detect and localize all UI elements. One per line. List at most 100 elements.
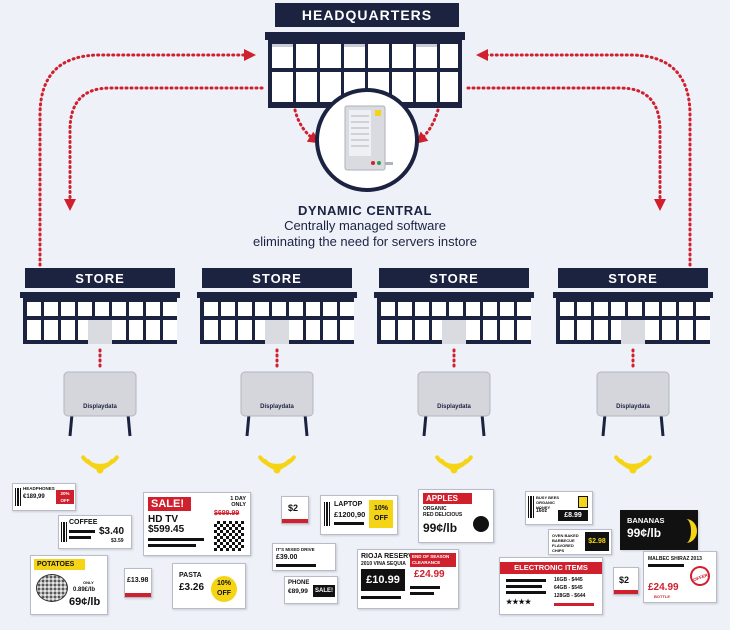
tag-rioja-sub: 2010 VINA SEQUIA	[361, 561, 406, 567]
tag-rioja-banner: END OF SEASON CLEARANCE	[410, 553, 456, 567]
tag-laptop-name: LAPTOP	[334, 501, 363, 508]
tag-small-1-price: £13.98	[127, 577, 149, 584]
tag-coffee: COFFEE $3.40 $3.59	[58, 515, 132, 549]
displaydata-device	[63, 371, 137, 417]
tag-chips-name: OVEN BAKED BARBECUE FLAVORED CHIPS	[552, 533, 579, 553]
tag-sale-day: 1 DAY ONLY	[230, 496, 246, 508]
connection-right-outer	[476, 49, 692, 267]
tag-rioja-name: RIOJA RESERVA	[361, 553, 418, 560]
tag-bananas: BANANAS 99¢/lb	[620, 510, 698, 550]
tag-sale-hdtv: SALE! 1 DAY ONLY HD TV $599.45 $699.99	[143, 492, 251, 556]
store-2: STORE Displaydata	[197, 268, 357, 474]
device-label: Displaydata	[83, 404, 117, 410]
stores: STORE Displaydata STORE Displaydata STORE Dis…	[20, 268, 713, 474]
tag-phone-badge: SALE!	[313, 585, 335, 597]
store-4: STORE Displaydata	[553, 268, 713, 474]
honey-jar-icon	[578, 496, 588, 508]
device-label: Displaydata	[260, 404, 294, 410]
tag-malbec: MALBEC SHIRAZ 2013 £24.99 BOTTLE OFFER	[643, 551, 717, 603]
tag-laptop: LAPTOP £1200,90 10% OFF	[320, 495, 398, 535]
tag-sale-old-price: $699.99	[214, 510, 240, 517]
store-label: STORE	[608, 271, 658, 286]
tag-mixed-name: IT'S MIXED DRIVE	[276, 547, 315, 552]
tag-apples-banner: APPLES	[423, 493, 472, 504]
hq-label: HEADQUARTERS	[302, 7, 432, 23]
tag-mixed-drive: IT'S MIXED DRIVE £39.00	[272, 543, 336, 571]
tag-pasta-price: £3.26	[179, 582, 205, 593]
tag-coffee-price: $3.40	[99, 526, 125, 537]
tag-chips: OVEN BAKED BARBECUE FLAVORED CHIPS $2.98	[548, 529, 612, 555]
tag-electronic-items: ELECTRONIC ITEMS 16GB - $445 64GB - $545…	[499, 557, 603, 615]
store-label: STORE	[252, 271, 302, 286]
tag-pasta: PASTA £3.26 10% OFF	[172, 563, 246, 609]
qr-code	[214, 521, 244, 551]
connection-hq-server-right	[415, 108, 440, 144]
device-label: Displaydata	[437, 404, 471, 410]
tag-malbec-badge: OFFER	[687, 563, 713, 589]
tag-apples-line2: RED DELICIOUS	[423, 512, 463, 518]
tag-headphones-name: HEADPHONES	[23, 486, 55, 491]
store-label: STORE	[429, 271, 479, 286]
tag-potatoes-price1: 0.89£/lb	[73, 587, 96, 593]
tag-mixed-price: £39.00	[276, 554, 298, 561]
store-3: STORE Displaydata	[374, 268, 534, 474]
tag-electronic-row-1: 16GB - $445	[554, 577, 583, 583]
tag-honey-size: 16oz	[536, 508, 548, 514]
tag-small-3: $2	[613, 567, 639, 595]
tag-honey-name: BUSY BEES ORGANIC HONEY	[536, 495, 560, 510]
tag-small-3-price: $2	[619, 575, 630, 585]
tag-potatoes: POTATOES ONLY 0.89£/lb 69¢/lb	[30, 555, 108, 615]
tag-rioja-price2: £24.99	[414, 569, 445, 580]
tag-apples-line1: ORGANIC	[423, 506, 447, 512]
store-1: STORE Displaydata	[20, 268, 180, 474]
central-subtitle-line1: Centrally managed software	[284, 218, 446, 233]
tag-potatoes-only: ONLY	[83, 580, 94, 585]
tag-small-2-price: $2	[288, 503, 299, 513]
potato-illustration	[36, 574, 68, 602]
tag-rioja-price1: £10.99	[361, 569, 405, 591]
headquarters-building: HEADQUARTERS	[265, 3, 465, 108]
connection-right-inner	[466, 86, 666, 211]
tag-malbec-name: MALBEC SHIRAZ 2013	[648, 556, 702, 562]
tag-laptop-price: £1200,90	[334, 510, 366, 519]
connection-left-inner	[64, 86, 264, 211]
tag-electronic-row-2: 64GB - $545	[554, 585, 583, 591]
device-label: Displaydata	[616, 404, 650, 410]
tag-headphones-badge: 20% OFF	[56, 490, 74, 504]
tag-electronic-banner: ELECTRONIC ITEMS	[500, 562, 602, 574]
rating-stars-icon: ★★★★	[506, 599, 532, 606]
store-door	[265, 320, 289, 344]
tag-bananas-price: 99¢/lb	[627, 526, 662, 540]
tag-small-2: $2	[281, 496, 309, 524]
tag-bananas-name: BANANAS	[627, 516, 665, 525]
central-label-block: DYNAMIC CENTRAL Centrally managed softwa…	[215, 203, 515, 250]
tag-sale-banner: SALE!	[148, 497, 191, 511]
store-door	[442, 320, 466, 344]
tag-potatoes-name: POTATOES	[34, 559, 85, 570]
tag-malbec-price: £24.99	[648, 582, 679, 593]
barcode	[15, 488, 21, 506]
tag-sale-price: $599.45	[148, 524, 185, 535]
barcode	[324, 502, 331, 526]
central-title: DYNAMIC CENTRAL	[298, 203, 432, 218]
store-label: STORE	[75, 271, 125, 286]
barcode	[61, 522, 67, 542]
displaydata-device	[240, 371, 314, 417]
tag-chips-price: $2.98	[585, 532, 609, 551]
tag-apples-price: 99¢/lb	[423, 521, 458, 535]
tag-pasta-name: PASTA	[179, 572, 202, 579]
tag-rioja: RIOJA RESERVA 2010 VINA SEQUIA £10.99 EN…	[357, 549, 459, 609]
tag-electronic-row-3: 128GB - $644	[554, 593, 586, 599]
tag-honey: BUSY BEES ORGANIC HONEY 16oz £8.99	[525, 491, 593, 525]
tag-laptop-badge: 10% OFF	[369, 500, 393, 528]
displaydata-device	[417, 371, 491, 417]
connection-hq-server-left	[293, 108, 320, 144]
store-door	[88, 320, 112, 344]
tag-coffee-sub: $3.59	[111, 538, 124, 544]
tag-phone-price: €89,99	[288, 588, 308, 595]
central-subtitle-line2: eliminating the need for servers instore	[252, 234, 477, 249]
connection-left-outer	[38, 49, 256, 267]
tag-honey-price: £8.99	[558, 510, 588, 521]
tag-malbec-sub: BOTTLE	[654, 594, 670, 599]
